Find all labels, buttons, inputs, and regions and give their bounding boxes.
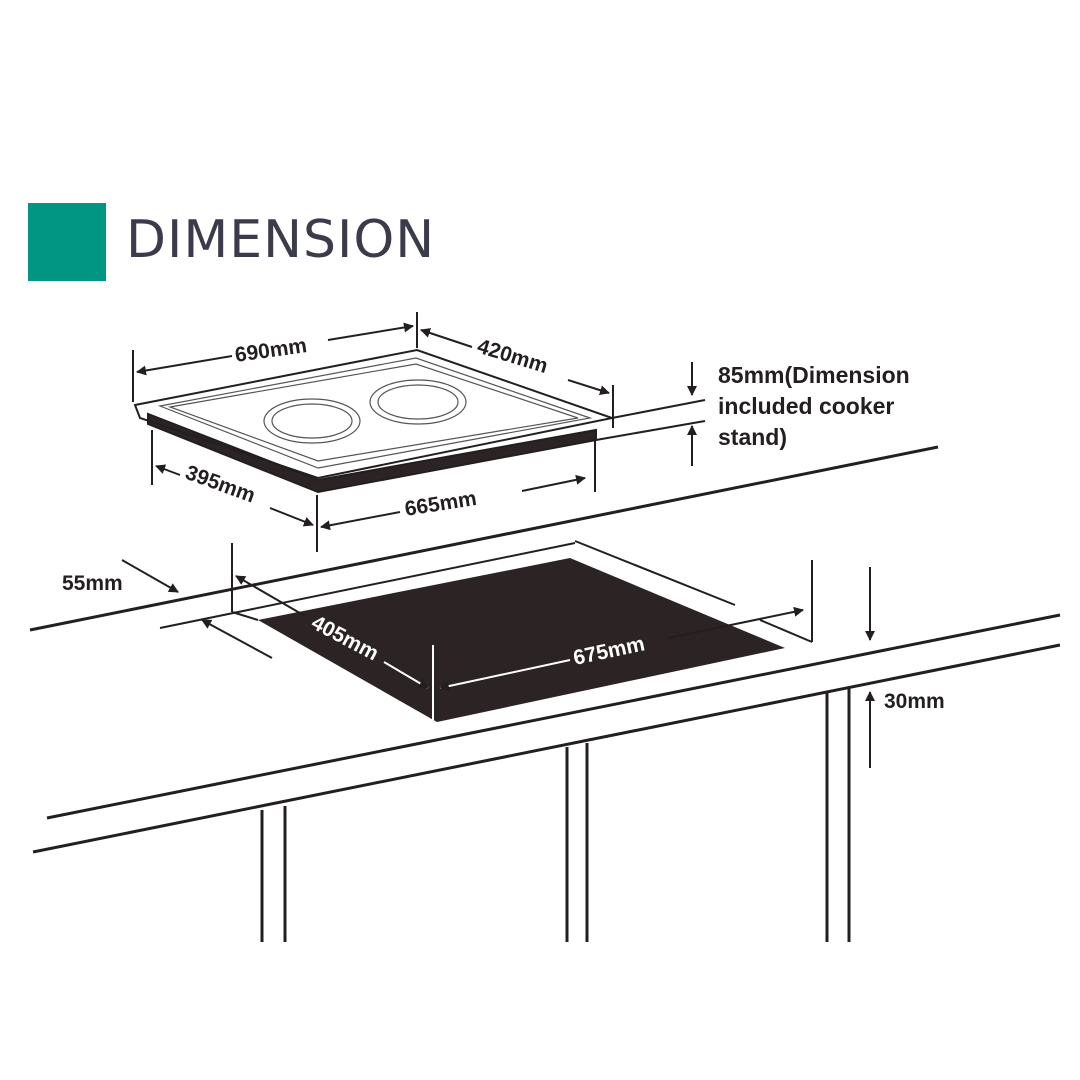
hob-width-top-label: 690mm: [233, 334, 308, 367]
countertop-illustration: [29, 445, 1061, 942]
hob-dimensions: [132, 312, 706, 552]
section-badge: [28, 203, 106, 452]
burner-right: [369, 379, 467, 425]
hob-illustration: [133, 348, 616, 494]
hob-width-bottom-label: 665mm: [403, 487, 478, 521]
height-note-line3: stand): [718, 424, 787, 450]
cutout-dimensions: [121, 559, 875, 768]
hob-depth-bottom-label: 395mm: [182, 461, 258, 507]
hob-depth-top-label: 420mm: [475, 335, 551, 378]
cutout-opening: [258, 558, 785, 722]
height-note-line1: 85mm(Dimension: [718, 362, 910, 388]
minus-icon: [86, 446, 106, 452]
counter-thickness-label: 30mm: [884, 690, 945, 713]
edge-distance-label: 55mm: [62, 572, 123, 595]
height-note-line2: included cooker: [718, 393, 894, 419]
section-title: DIMENSION: [126, 210, 436, 270]
burner-left: [263, 398, 361, 444]
